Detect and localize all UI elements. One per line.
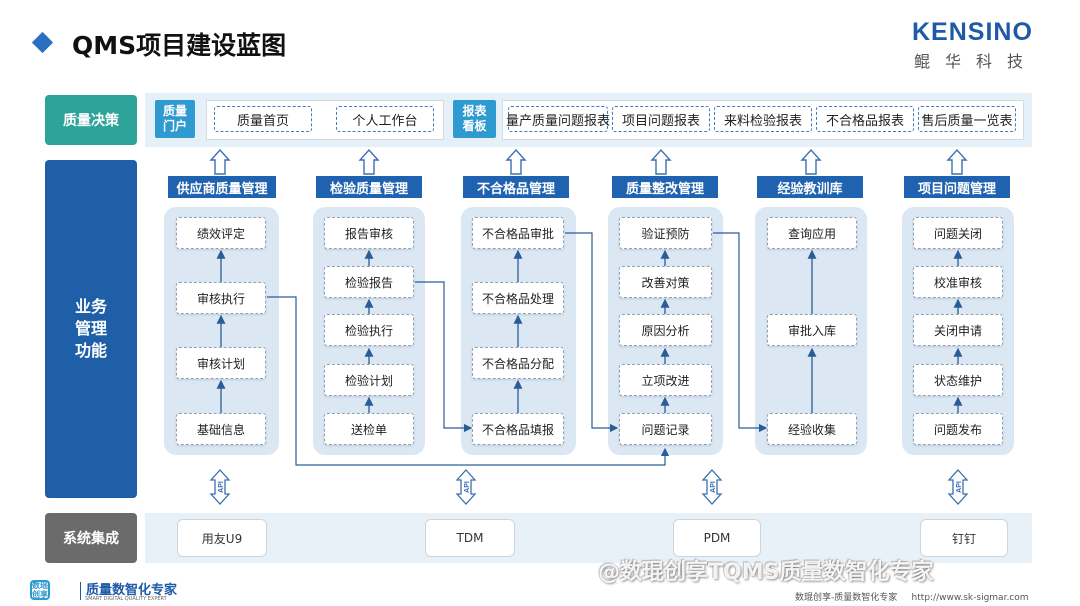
flow-node[interactable]: 报告审核 [324,217,414,249]
flow-node[interactable]: 问题记录 [619,413,712,445]
flow-node[interactable]: 关闭申请 [913,314,1003,346]
flow-node[interactable]: 验证预防 [619,217,712,249]
flow-node[interactable]: 问题发布 [913,413,1003,445]
row-label-integration: 系统集成 [45,513,137,563]
flow-node[interactable]: 送检单 [324,413,414,445]
flow-node[interactable]: 审核计划 [176,347,266,379]
flow-node[interactable]: 原因分析 [619,314,712,346]
api-arrow-icon [209,469,231,505]
flow-node[interactable]: 绩效评定 [176,217,266,249]
flow-node[interactable]: 校准审核 [913,266,1003,298]
report-item[interactable]: 量产质量问题报表 [506,106,610,132]
watermark: @数琨创享TQMS质量数智化专家 [598,560,934,585]
api-arrow-icon [455,469,477,505]
up-arrow-icon [946,148,968,175]
system-dingtalk[interactable]: 钉钉 [920,519,1008,557]
report-item[interactable]: 不合格品报表 [816,106,914,132]
flow-node[interactable]: 状态维护 [913,364,1003,396]
report-item[interactable]: 售后质量一览表 [918,106,1016,132]
flow-node[interactable]: 改善对策 [619,266,712,298]
api-label: API [710,481,717,493]
footer-logo-text: 质量数智化专家 [86,583,178,598]
system-u9[interactable]: 用友U9 [177,519,267,557]
flow-node[interactable]: 审批入库 [767,314,857,346]
api-arrow-icon [947,469,969,505]
column-header-supplier: 供应商质量管理 [168,176,276,198]
api-label: API [956,481,963,493]
report-board-tag: 报表 看板 [453,100,496,138]
flow-node[interactable]: 不合格品审批 [472,217,564,249]
portal-item[interactable]: 质量首页 [214,106,312,132]
column-header-rectification: 质量整改管理 [612,176,718,198]
api-arrow-icon [701,469,723,505]
row-label-decision: 质量决策 [45,95,137,145]
api-label: API [218,481,225,493]
flow-node[interactable]: 检验计划 [324,364,414,396]
api-label: API [464,481,471,493]
up-arrow-icon [650,148,672,175]
flow-node[interactable]: 不合格品处理 [472,282,564,314]
flow-node[interactable]: 审核执行 [176,282,266,314]
system-pdm[interactable]: PDM [673,519,761,557]
quality-portal-tag: 质量 门户 [155,100,195,138]
portal-item[interactable]: 个人工作台 [336,106,434,132]
up-arrow-icon [209,148,231,175]
footer-logo-icon: 数瑶 创享 [30,580,50,600]
footer-logo-divider [80,582,81,600]
column-header-nonconforming: 不合格品管理 [463,176,569,198]
flow-node[interactable]: 立项改进 [619,364,712,396]
column-header-inspection: 检验质量管理 [316,176,422,198]
up-arrow-icon [358,148,380,175]
company-logo: KENSINO [912,18,1033,46]
flow-node[interactable]: 经验收集 [767,413,857,445]
flow-node[interactable]: 检验报告 [324,266,414,298]
flow-node[interactable]: 不合格品填报 [472,413,564,445]
up-arrow-icon [505,148,527,175]
company-logo-subtitle: 鲲华科技 [914,52,1039,71]
report-item[interactable]: 来料检验报表 [714,106,812,132]
flow-node[interactable]: 不合格品分配 [472,347,564,379]
row-label-business: 业务 管理 功能 [45,160,137,498]
footer-right-text: 数琨创享-质量数智化专家 http://www.sk-sigmar.com [795,593,1029,603]
flow-node[interactable]: 基础信息 [176,413,266,445]
integration-band [145,513,1032,563]
column-header-lessons: 经验教训库 [757,176,863,198]
page-title: QMS项目建设蓝图 [72,31,287,60]
column-header-project-issues: 项目问题管理 [904,176,1010,198]
up-arrow-icon [800,148,822,175]
flow-node[interactable]: 查询应用 [767,217,857,249]
footer-logo-subtext: SMART DIGITAL QUALITY EXPERT [85,596,167,602]
flow-node[interactable]: 检验执行 [324,314,414,346]
flow-node[interactable]: 问题关闭 [913,217,1003,249]
report-item[interactable]: 项目问题报表 [612,106,710,132]
system-tdm[interactable]: TDM [425,519,515,557]
